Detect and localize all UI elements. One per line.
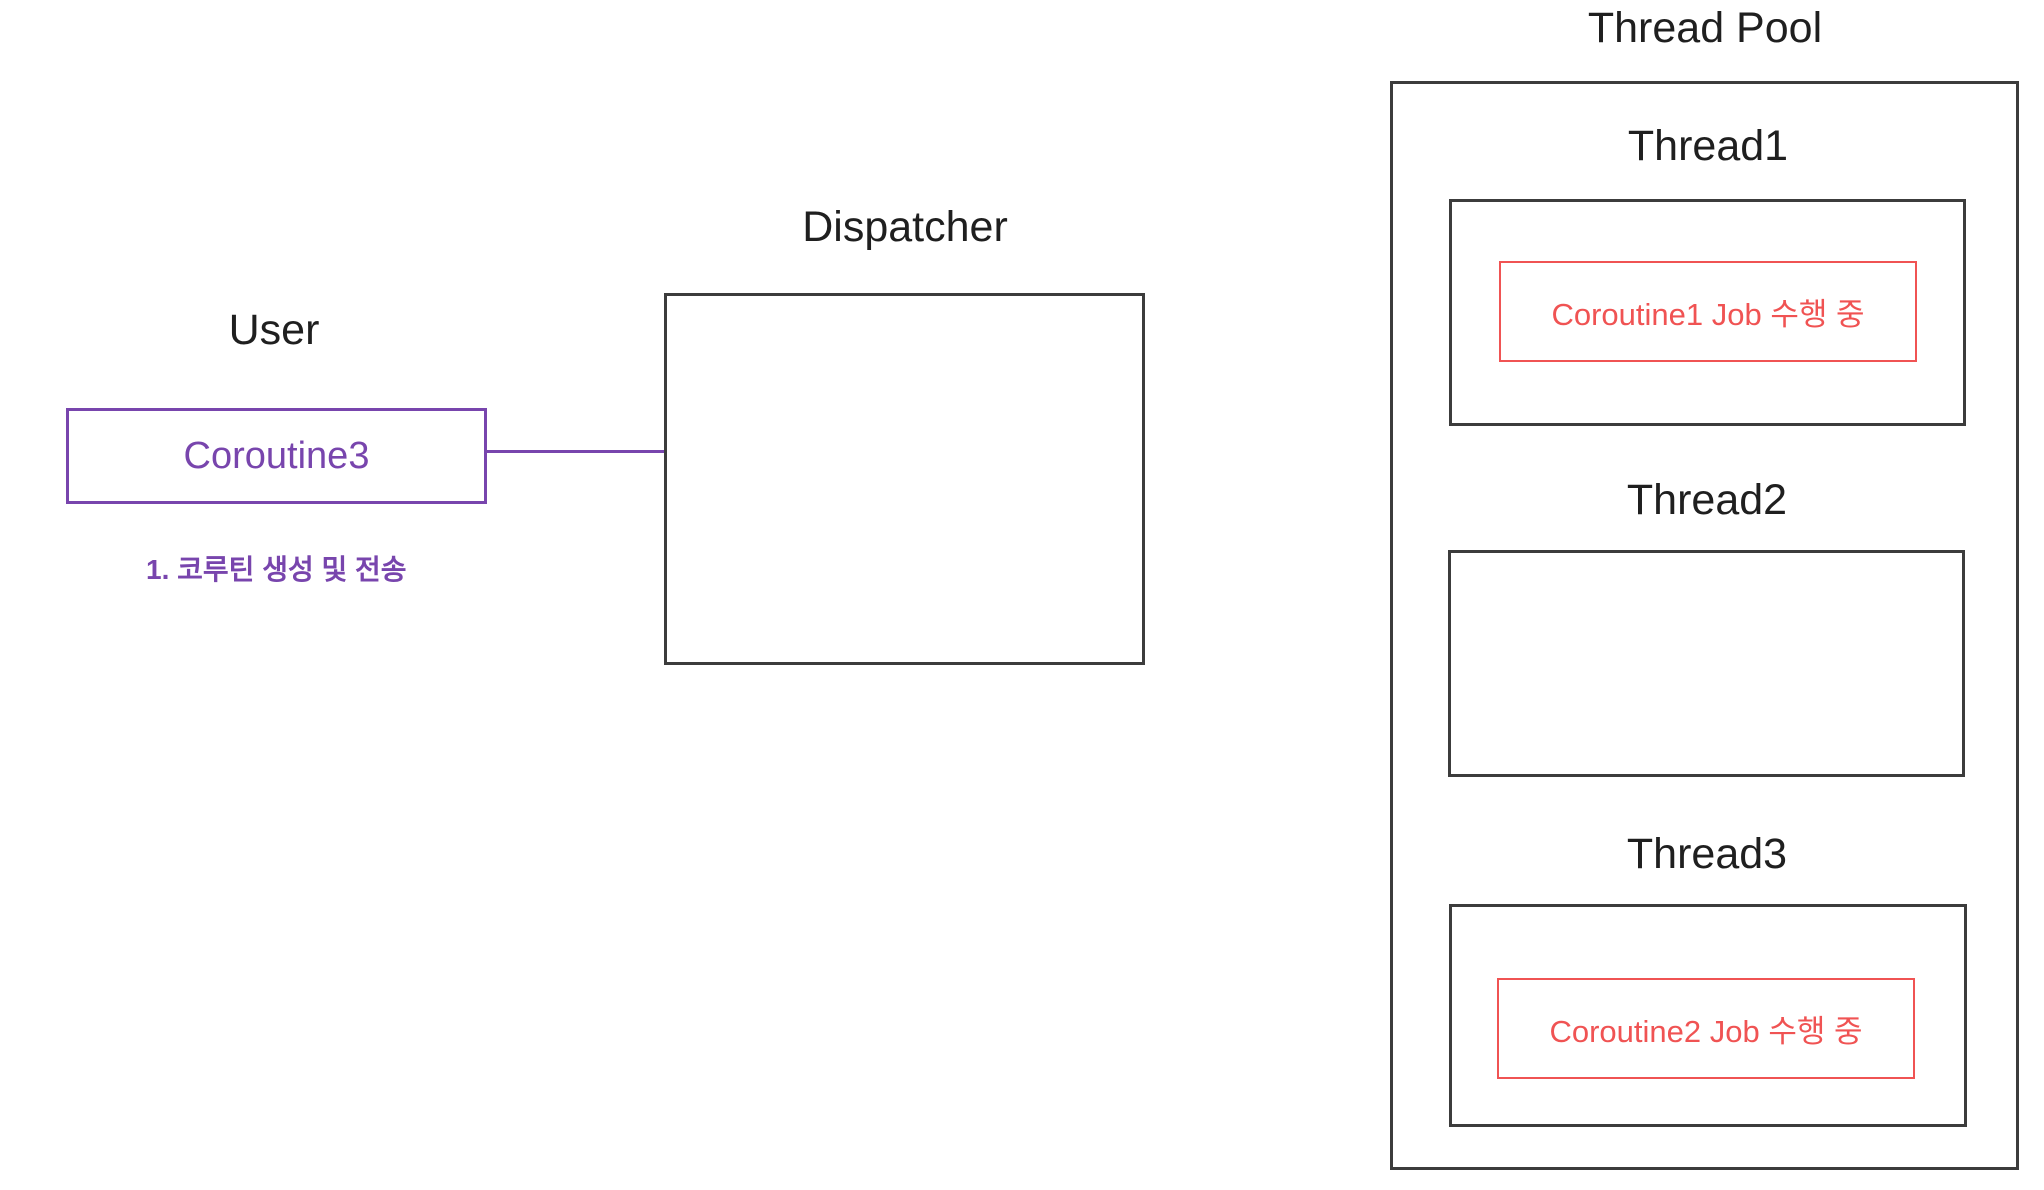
thread1-box: Coroutine1 Job 수행 중 bbox=[1449, 199, 1966, 426]
thread2-title: Thread2 bbox=[1626, 476, 1788, 524]
coroutine1-job-label: Coroutine1 Job 수행 중 bbox=[1551, 297, 1865, 332]
coroutine1-job-box: Coroutine1 Job 수행 중 bbox=[1499, 261, 1917, 362]
coroutine-create-send-note: 1. 코루틴 생성 및 전송 bbox=[146, 554, 407, 585]
thread1-title: Thread1 bbox=[1627, 122, 1789, 170]
thread-pool-title: Thread Pool bbox=[1587, 4, 1823, 52]
thread3-box: Coroutine2 Job 수행 중 bbox=[1449, 904, 1967, 1127]
user-section-title: User bbox=[228, 306, 320, 354]
coroutine3-box: Coroutine3 bbox=[66, 408, 487, 504]
coroutine3-label: Coroutine3 bbox=[183, 434, 370, 477]
coroutine2-job-label: Coroutine2 Job 수행 중 bbox=[1549, 1014, 1863, 1049]
thread2-box bbox=[1448, 550, 1965, 777]
thread3-title: Thread3 bbox=[1626, 830, 1788, 878]
coroutine2-job-box: Coroutine2 Job 수행 중 bbox=[1497, 978, 1915, 1079]
dispatcher-box bbox=[664, 293, 1145, 665]
dispatcher-title: Dispatcher bbox=[802, 203, 1008, 251]
transfer-arrow-line bbox=[487, 450, 700, 453]
